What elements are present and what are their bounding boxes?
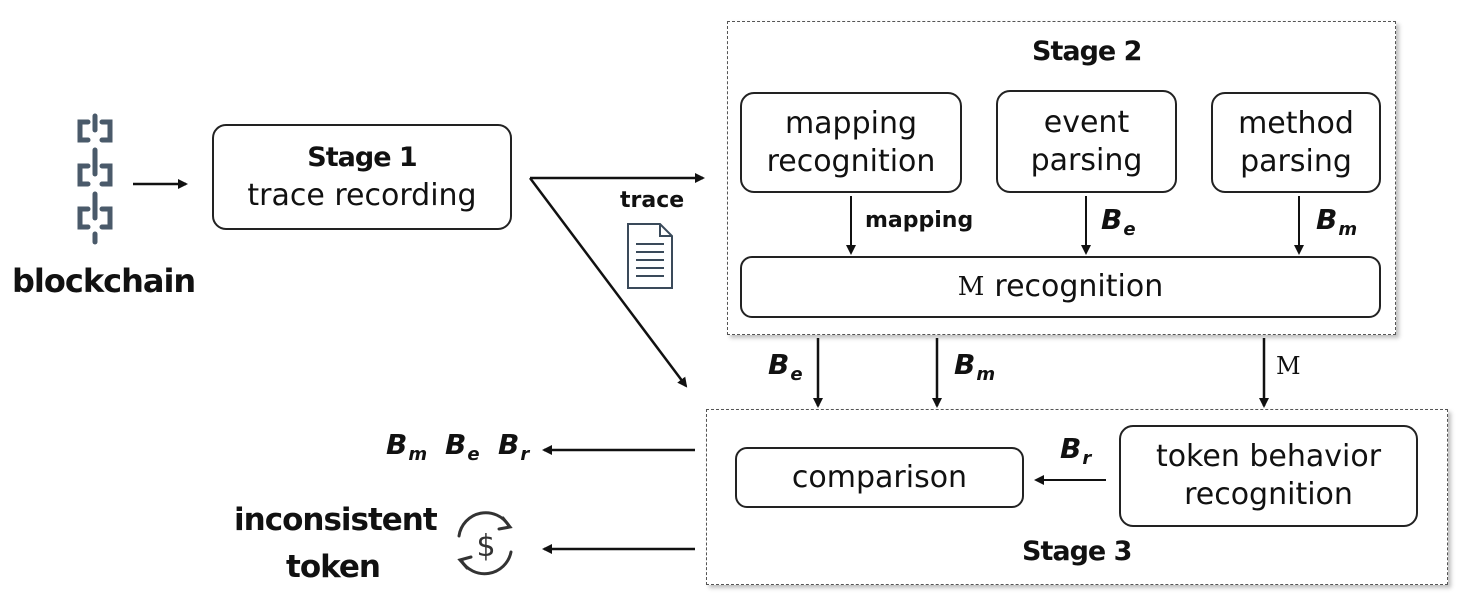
m-symbol: M: [957, 272, 985, 302]
stage3-title: Stage 3: [1022, 536, 1132, 567]
mapping-recognition-line1: mapping: [784, 105, 918, 141]
event-parsing-line1: event: [1043, 104, 1130, 140]
stage2-title: Stage 2: [1032, 36, 1142, 67]
m-recognition-text: recognition: [994, 269, 1164, 304]
blockchain-chain-icon: [77, 113, 113, 245]
dollar-sign: $: [476, 529, 495, 564]
bm-between-label: Bm: [954, 348, 996, 385]
br-label: Br: [1060, 432, 1092, 469]
mapping-recognition-line2: recognition: [766, 143, 936, 179]
dollar-cycle-icon: [457, 511, 513, 576]
stage3-container: [706, 409, 1448, 585]
inconsistent-token-line2: token: [286, 549, 381, 585]
be-arrow-label: Be: [1101, 203, 1136, 240]
event-parsing-box: event parsing: [996, 90, 1177, 193]
token-behavior-line1: token behavior: [1155, 439, 1382, 474]
comparison-text: comparison: [791, 459, 968, 495]
m-between-label: M: [1276, 352, 1301, 380]
stage2-container: [727, 21, 1396, 335]
be-between-label: Be: [768, 348, 803, 385]
token-behavior-line2: recognition: [1184, 477, 1353, 512]
method-parsing-line2: parsing: [1240, 143, 1352, 179]
event-parsing-line2: parsing: [1030, 142, 1143, 178]
output-be: Be: [445, 428, 480, 465]
m-recognition-box: M recognition: [740, 256, 1381, 318]
blockchain-label: blockchain: [12, 262, 196, 300]
stage1-box: Stage 1 trace recording: [212, 124, 512, 230]
bm-arrow-label: Bm: [1316, 203, 1358, 240]
comparison-box: comparison: [735, 447, 1024, 508]
output-bm: Bm: [386, 428, 428, 465]
output-br: Br: [498, 428, 530, 465]
mapping-arrow-label: mapping: [865, 208, 974, 233]
stage1-subtitle: trace recording: [247, 178, 477, 213]
mapping-recognition-box: mapping recognition: [740, 92, 962, 193]
trace-label: trace: [620, 188, 685, 213]
method-parsing-box: method parsing: [1211, 92, 1381, 193]
token-behavior-box: token behavior recognition: [1119, 425, 1418, 527]
arrow-stage1-to-stage3: [529, 177, 688, 388]
document-icon: [627, 223, 673, 289]
stage1-title: Stage 1: [307, 142, 417, 173]
method-parsing-line1: method: [1238, 105, 1354, 141]
inconsistent-token-line1: inconsistent: [234, 502, 438, 538]
